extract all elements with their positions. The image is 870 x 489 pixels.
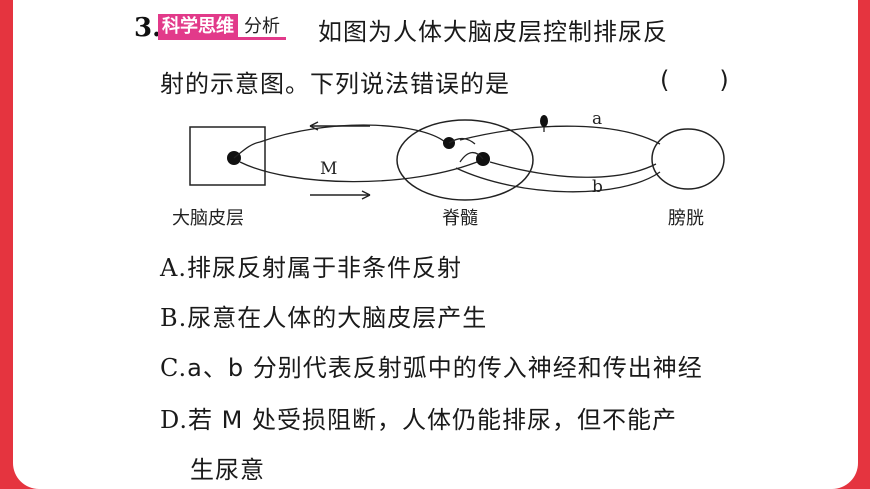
label-spinal-cord: 脊髓 (442, 208, 478, 229)
answer-paren-left: ( (660, 66, 670, 94)
option-c-text: a、b 分别代表反射弧中的传入神经和传出神经 (187, 354, 703, 382)
nerve-b (489, 161, 657, 178)
option-d-continued: 生尿意 (190, 456, 265, 484)
label-bladder: 膀胱 (668, 208, 704, 229)
ganglion (540, 115, 548, 127)
question-card (13, 0, 858, 489)
descending-pathway (239, 159, 483, 183)
option-d-text: 若 M 处受损阻断，人体仍能排尿，但不能产 (188, 406, 677, 434)
option-a-letter: A. (160, 254, 187, 282)
option-b[interactable]: B.尿意在人体的大脑皮层产生 (160, 298, 487, 333)
question-number: 3. (134, 13, 162, 43)
skill-tag-main: 科学思维 (158, 14, 238, 40)
skill-tag-sub: 分析 (238, 14, 286, 40)
option-b-letter: B. (160, 304, 188, 332)
answer-paren-right: ) (719, 66, 729, 94)
label-a: a (592, 109, 602, 129)
skill-tag: 科学思维 分析 (158, 14, 286, 40)
spinal-cord (396, 119, 534, 201)
bladder (651, 128, 725, 190)
question-stem-line2: 射的示意图。下列说法错误的是 (160, 70, 510, 98)
option-d-letter: D. (160, 406, 189, 434)
ascending-pathway (259, 124, 446, 143)
label-b: b (592, 177, 603, 197)
brain-neuron-fiber (233, 141, 261, 159)
option-d[interactable]: D.若 M 处受损阻断，人体仍能排尿，但不能产 (160, 400, 677, 435)
option-c[interactable]: C.a、b 分别代表反射弧中的传入神经和传出神经 (160, 348, 703, 383)
answer-blank: () (660, 66, 729, 94)
brain-cortex-box (189, 126, 266, 186)
option-a[interactable]: A.排尿反射属于非条件反射 (160, 248, 462, 283)
option-c-letter: C. (160, 354, 188, 382)
reflex-diagram: M a b 大脑皮层 脊髓 膀胱 (172, 109, 725, 229)
question-stem-line1: 如图为人体大脑皮层控制排尿反 (318, 18, 668, 46)
option-a-text: 排尿反射属于非条件反射 (186, 254, 462, 282)
label-m: M (320, 159, 337, 179)
label-brain-cortex: 大脑皮层 (172, 208, 244, 229)
nerve-a (459, 125, 661, 145)
option-b-text: 尿意在人体的大脑皮层产生 (187, 304, 488, 332)
